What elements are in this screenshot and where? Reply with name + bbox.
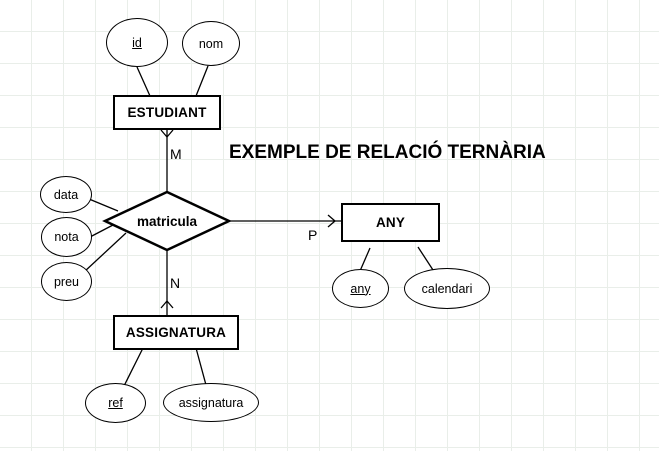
attribute-preu-label: preu [53, 274, 80, 289]
attribute-ref[interactable]: ref [85, 383, 146, 423]
attribute-preu[interactable]: preu [41, 262, 92, 301]
attribute-calendari-label: calendari [421, 281, 473, 296]
relationship-matricula[interactable]: matricula [105, 206, 229, 236]
relationship-diamond-matricula [102, 190, 232, 252]
attribute-any-label: any [350, 281, 371, 296]
connector-ref-assignatura [123, 347, 144, 387]
attribute-calendari[interactable]: calendari [404, 268, 490, 309]
attribute-any[interactable]: any [332, 269, 389, 308]
attribute-assignatura[interactable]: assignatura [163, 383, 259, 422]
crowfoot-any-1 [327, 214, 336, 222]
entity-estudiant-label: ESTUDIANT [127, 105, 207, 120]
connector-preu-matricula [83, 232, 127, 273]
cardinality-m-label: M [170, 146, 182, 162]
crowfoot-estudiant-1 [160, 129, 168, 138]
entity-assignatura-label: ASSIGNATURA [125, 325, 227, 340]
cardinality-m: M [170, 146, 182, 162]
crowfoot-assignatura-2 [166, 300, 174, 309]
cardinality-n-label: N [170, 275, 181, 291]
cardinality-p-label: P [308, 227, 318, 243]
attribute-id-label: id [132, 35, 142, 50]
attribute-data-label: data [53, 187, 79, 202]
crowfoot-any-2 [327, 220, 336, 228]
attribute-nota-label: nota [54, 230, 79, 244]
connector-any-attr-any [359, 247, 371, 272]
entity-assignatura[interactable]: ASSIGNATURA [113, 315, 239, 350]
diagram-title: EXEMPLE DE RELACIÓ TERNÀRIA [229, 142, 546, 163]
cardinality-n: N [170, 275, 180, 291]
attribute-nom-label: nom [198, 36, 224, 51]
entity-any-label: ANY [375, 215, 406, 230]
attribute-ref-label: ref [108, 396, 123, 410]
attribute-assignatura-label: assignatura [178, 395, 244, 410]
cardinality-p: P [308, 227, 317, 243]
connector-data-matricula [88, 198, 119, 212]
attribute-nota[interactable]: nota [41, 217, 92, 257]
connector-id-estudiant [136, 66, 151, 97]
connector-nota-matricula [89, 224, 114, 238]
entity-any[interactable]: ANY [341, 203, 440, 242]
entity-estudiant[interactable]: ESTUDIANT [113, 95, 221, 130]
attribute-data[interactable]: data [40, 176, 92, 213]
connector-nom-estudiant [195, 65, 209, 97]
attribute-id[interactable]: id [106, 18, 168, 67]
crowfoot-assignatura-1 [160, 300, 168, 309]
connector-assignatura-attr-assignatura [195, 347, 207, 386]
attribute-nom[interactable]: nom [182, 21, 240, 66]
relationship-matricula-label: matricula [136, 213, 198, 229]
crowfoot-estudiant-2 [166, 129, 174, 138]
connector-calendari-any [417, 246, 434, 271]
